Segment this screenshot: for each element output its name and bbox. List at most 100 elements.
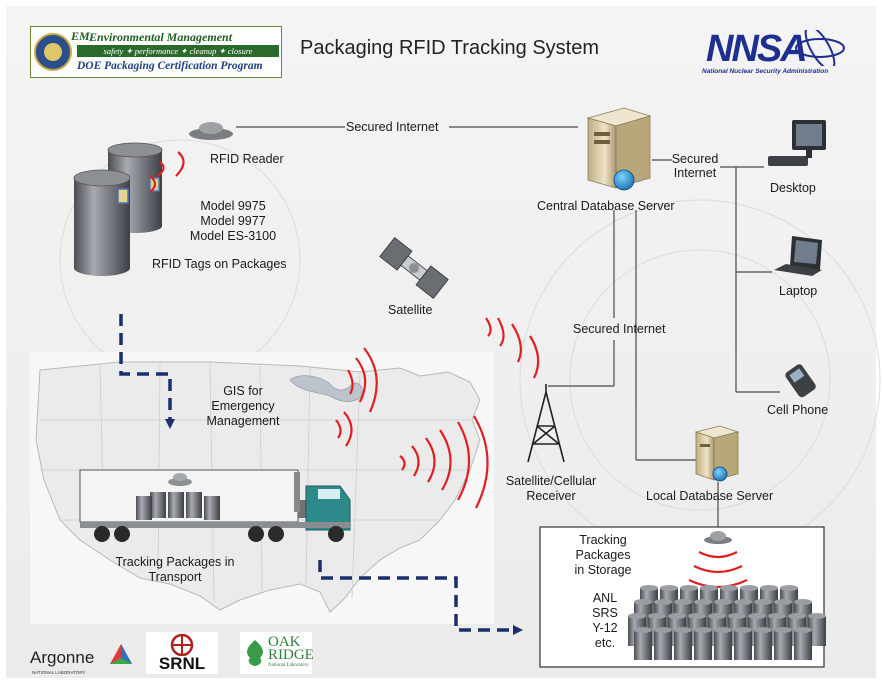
secured-internet-mid-label: Secured Internet bbox=[573, 322, 666, 336]
storage-drum bbox=[714, 630, 732, 660]
arrow-tags-to-transport bbox=[119, 314, 175, 429]
rfid-reader bbox=[189, 122, 233, 140]
central-db-label: Central Database Server bbox=[537, 199, 675, 213]
storage-drum bbox=[674, 630, 692, 660]
rfid-tags-label: RFID Tags on Packages bbox=[152, 257, 287, 271]
storage-drum-lid bbox=[708, 613, 726, 619]
storage-title-line-1: Tracking bbox=[579, 533, 627, 547]
transport-line-2: Transport bbox=[148, 570, 202, 584]
storage-drum-array bbox=[628, 585, 826, 660]
storage-drum-lid bbox=[654, 599, 672, 605]
storage-drum-lid bbox=[788, 613, 806, 619]
site-y12: Y-12 bbox=[592, 621, 618, 635]
storage-drum-lid bbox=[680, 585, 698, 591]
site-etc: etc. bbox=[594, 636, 616, 650]
local-database-server bbox=[694, 425, 740, 482]
storage-title-line-2: Packages bbox=[575, 548, 631, 562]
storage-drum-lid bbox=[674, 627, 692, 633]
satellite bbox=[379, 237, 449, 299]
satellite-label: Satellite bbox=[388, 303, 433, 317]
desktop-label: Desktop bbox=[770, 181, 816, 195]
rfid-reader-label: RFID Reader bbox=[210, 152, 284, 166]
srnl-wordmark: SRNL bbox=[158, 654, 206, 673]
storage-drum-lid bbox=[660, 585, 678, 591]
em-line-3: DOE Packaging Certification Program bbox=[77, 60, 263, 72]
gis-line-3: Management bbox=[206, 414, 280, 428]
connector-lines bbox=[236, 126, 780, 528]
receiver-label-1: Satellite/Cellular bbox=[505, 474, 597, 488]
ornl-subtitle: National Laboratory bbox=[268, 663, 309, 668]
gis-line-1: GIS for bbox=[223, 384, 263, 398]
storage-drum bbox=[774, 630, 792, 660]
storage-drum-lid bbox=[780, 585, 798, 591]
argonne-triangle-icon bbox=[110, 644, 132, 664]
storage-drum-lid bbox=[654, 627, 672, 633]
storage-drum-lid bbox=[734, 599, 752, 605]
flow-arrows bbox=[119, 314, 523, 635]
secured-internet-right-label-1: Secured bbox=[671, 152, 719, 166]
transport-label: Tracking Packages in Transport bbox=[100, 555, 250, 585]
atom-orbit-icon bbox=[795, 30, 845, 66]
storage-drum-lid bbox=[668, 613, 686, 619]
storage-drum-lid bbox=[694, 599, 712, 605]
nnsa-subtitle: National Nuclear Security Administration bbox=[702, 68, 829, 75]
secured-internet-right-label-2: Internet bbox=[673, 166, 717, 180]
ornl-word-oak: OAK bbox=[268, 634, 301, 650]
model-es3100-label: Model ES-3100 bbox=[189, 229, 277, 243]
cell-phone bbox=[785, 364, 816, 398]
storage-drum bbox=[808, 616, 826, 646]
storage-drum bbox=[734, 630, 752, 660]
storage-drum-lid bbox=[774, 599, 792, 605]
storage-drum bbox=[754, 630, 772, 660]
storage-drum-lid bbox=[754, 599, 772, 605]
site-srs: SRS bbox=[592, 606, 618, 620]
laptop-computer bbox=[774, 236, 822, 276]
secured-internet-top-label: Secured Internet bbox=[346, 120, 439, 134]
storage-drum-lid bbox=[734, 627, 752, 633]
srnl-globe-icon bbox=[170, 634, 194, 656]
model-9977-label: Model 9977 bbox=[200, 214, 266, 228]
storage-drum-lid bbox=[634, 627, 652, 633]
em-line-1: Environmental Management bbox=[89, 30, 233, 44]
oak-leaf-icon bbox=[247, 640, 263, 666]
site-anl: ANL bbox=[592, 591, 618, 605]
storage-drum-lid bbox=[774, 627, 792, 633]
storage-drum-lid bbox=[714, 627, 732, 633]
storage-drum-lid bbox=[628, 613, 646, 619]
storage-drum-lid bbox=[720, 585, 738, 591]
nnsa-wordmark: NNSA bbox=[706, 28, 808, 70]
storage-title-line-3: in Storage bbox=[574, 563, 632, 577]
storage-drum-lid bbox=[688, 613, 706, 619]
argonne-wordmark: Argonne bbox=[30, 648, 95, 667]
rfid-tag-drums bbox=[73, 142, 163, 276]
oak-ridge-logo: OAK RIDGE National Laboratory bbox=[240, 632, 314, 674]
storage-drum-lid bbox=[754, 627, 772, 633]
storage-drum-lid bbox=[714, 599, 732, 605]
diagram-title: Packaging RFID Tracking System bbox=[300, 37, 599, 59]
storage-drum-lid bbox=[634, 599, 652, 605]
receiver-label-2: Receiver bbox=[526, 489, 576, 503]
em-line-2: safety ✦ performance ✦ cleanup ✦ closure bbox=[77, 45, 279, 57]
gis-label: GIS for Emergency Management bbox=[188, 384, 298, 429]
storage-drum bbox=[654, 630, 672, 660]
storage-title: Tracking Packages in Storage bbox=[563, 533, 643, 578]
central-database-server bbox=[586, 107, 652, 191]
great-lakes bbox=[289, 375, 363, 402]
em-doe-logo: EM Environmental Management safety ✦ per… bbox=[30, 26, 282, 78]
storage-drum-lid bbox=[794, 627, 812, 633]
transport-truck bbox=[79, 469, 351, 542]
storage-drum-lid bbox=[748, 613, 766, 619]
storage-drum-lid bbox=[740, 585, 758, 591]
laptop-label: Laptop bbox=[779, 284, 818, 298]
storage-drum-lid bbox=[808, 613, 826, 619]
storage-drum-lid bbox=[694, 627, 712, 633]
storage-rfid-reader bbox=[704, 531, 732, 544]
model-9975-label: Model 9975 bbox=[200, 199, 266, 213]
argonne-logo: Argonne NATIONAL LABORATORY bbox=[30, 636, 134, 676]
ornl-word-ridge: RIDGE bbox=[268, 647, 314, 663]
storage-drum-lid bbox=[794, 599, 812, 605]
storage-drum bbox=[694, 630, 712, 660]
local-db-label: Local Database Server bbox=[646, 489, 774, 503]
